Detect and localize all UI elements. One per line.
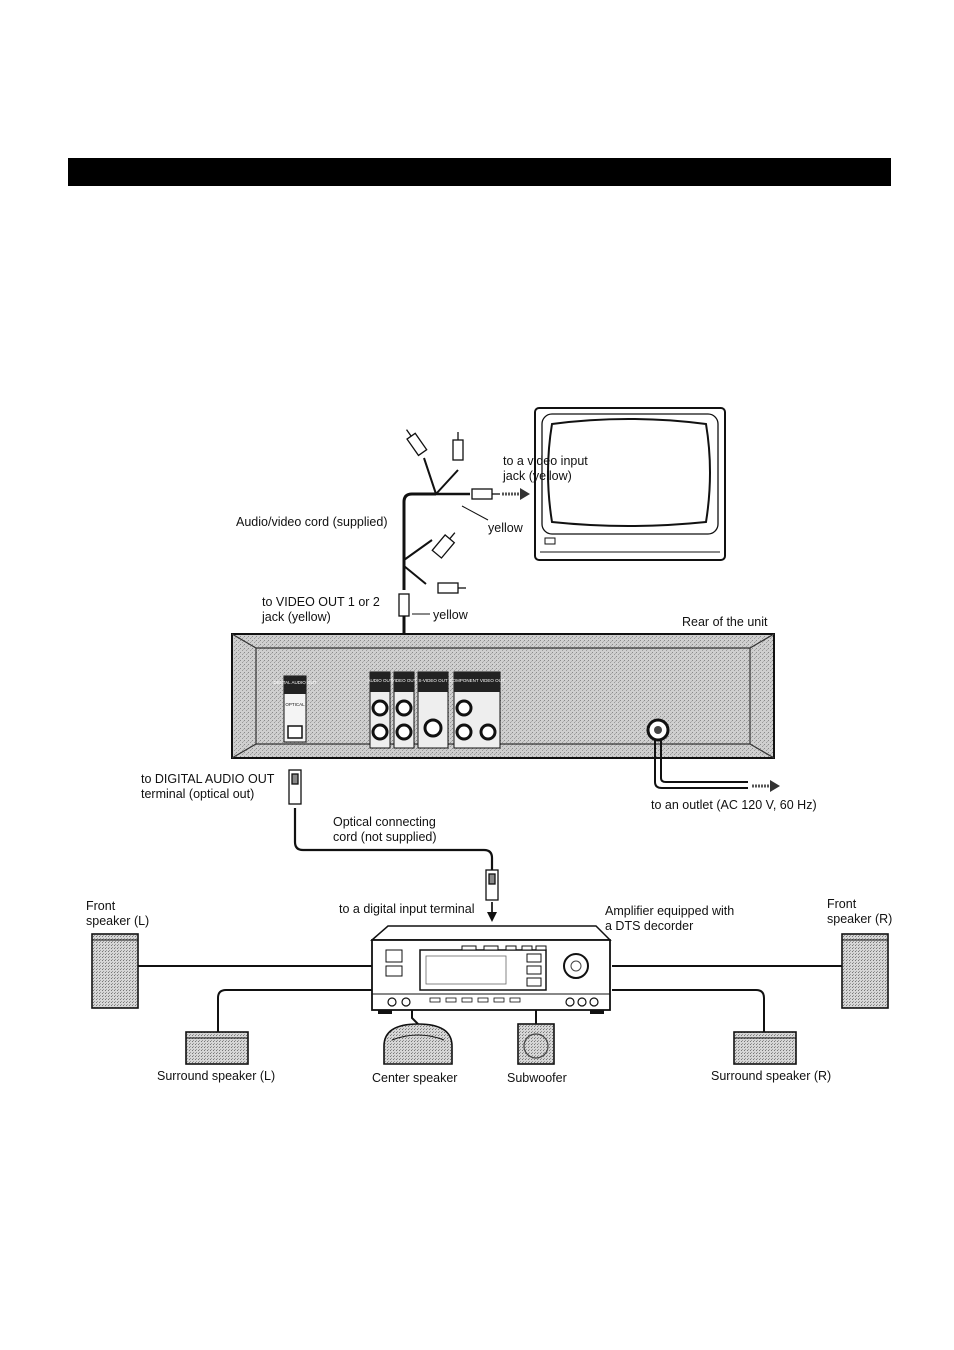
label-center-speaker: Center speaker (372, 1071, 458, 1085)
label-av-cord: Audio/video cord (supplied) (236, 515, 388, 529)
label-yellow-tv: yellow (488, 521, 523, 535)
label-digital-input: to a digital input terminal (339, 902, 475, 916)
surround-speaker-right (733, 1031, 797, 1065)
subwoofer (517, 1023, 555, 1065)
surround-speaker-left (185, 1031, 249, 1065)
panel-label-optical: OPTICAL (285, 702, 305, 707)
label-amplifier: Amplifier equipped with a DTS decorder (605, 904, 735, 933)
front-speaker-left (91, 933, 139, 1009)
label-outlet: to an outlet (AC 120 V, 60 Hz) (651, 798, 817, 812)
label-digital-audio-out: to DIGITAL AUDIO OUT terminal (optical o… (141, 772, 275, 801)
arrow-icon (752, 780, 780, 792)
label-surround-speaker-left: Surround speaker (L) (157, 1069, 276, 1083)
arrow-icon (487, 902, 497, 922)
rca-plug-icons (398, 429, 500, 626)
panel-label-s-video-out: S-VIDEO OUT (418, 678, 448, 683)
arrow-icon (502, 488, 530, 500)
label-front-speaker-left: Front speaker (L) (86, 899, 150, 928)
speaker-wires (138, 965, 842, 1032)
label-surround-speaker-right: Surround speaker (R) (711, 1069, 832, 1083)
power-cord (654, 740, 748, 789)
panel-label-video-out: VIDEO OUT (392, 678, 417, 683)
label-front-speaker-right: Front speaker (R) (827, 897, 893, 926)
label-rear-unit: Rear of the unit (682, 615, 768, 629)
label-video-out: to VIDEO OUT 1 or 2 jack (yellow) (262, 595, 380, 624)
television (534, 407, 726, 561)
label-yellow-unit: yellow (433, 608, 468, 622)
optical-cord (293, 808, 494, 870)
amplifier (370, 925, 612, 1014)
optical-plug-icons (288, 769, 499, 901)
front-speaker-right (841, 933, 889, 1009)
player-rear-panel (231, 633, 775, 759)
center-speaker (383, 1023, 453, 1065)
section-header-bar (68, 158, 891, 186)
panel-label-audio-out: AUDIO OUT (367, 678, 392, 683)
label-subwoofer: Subwoofer (507, 1071, 567, 1085)
label-optical-cord: Optical connecting cord (not supplied) (333, 815, 437, 844)
panel-label-component-video-out: COMPONENT VIDEO OUT (449, 678, 504, 683)
label-video-input: to a video input jack (yellow) (503, 454, 588, 483)
panel-label-digital-audio-out: DIGITAL AUDIO OUT (273, 680, 316, 685)
